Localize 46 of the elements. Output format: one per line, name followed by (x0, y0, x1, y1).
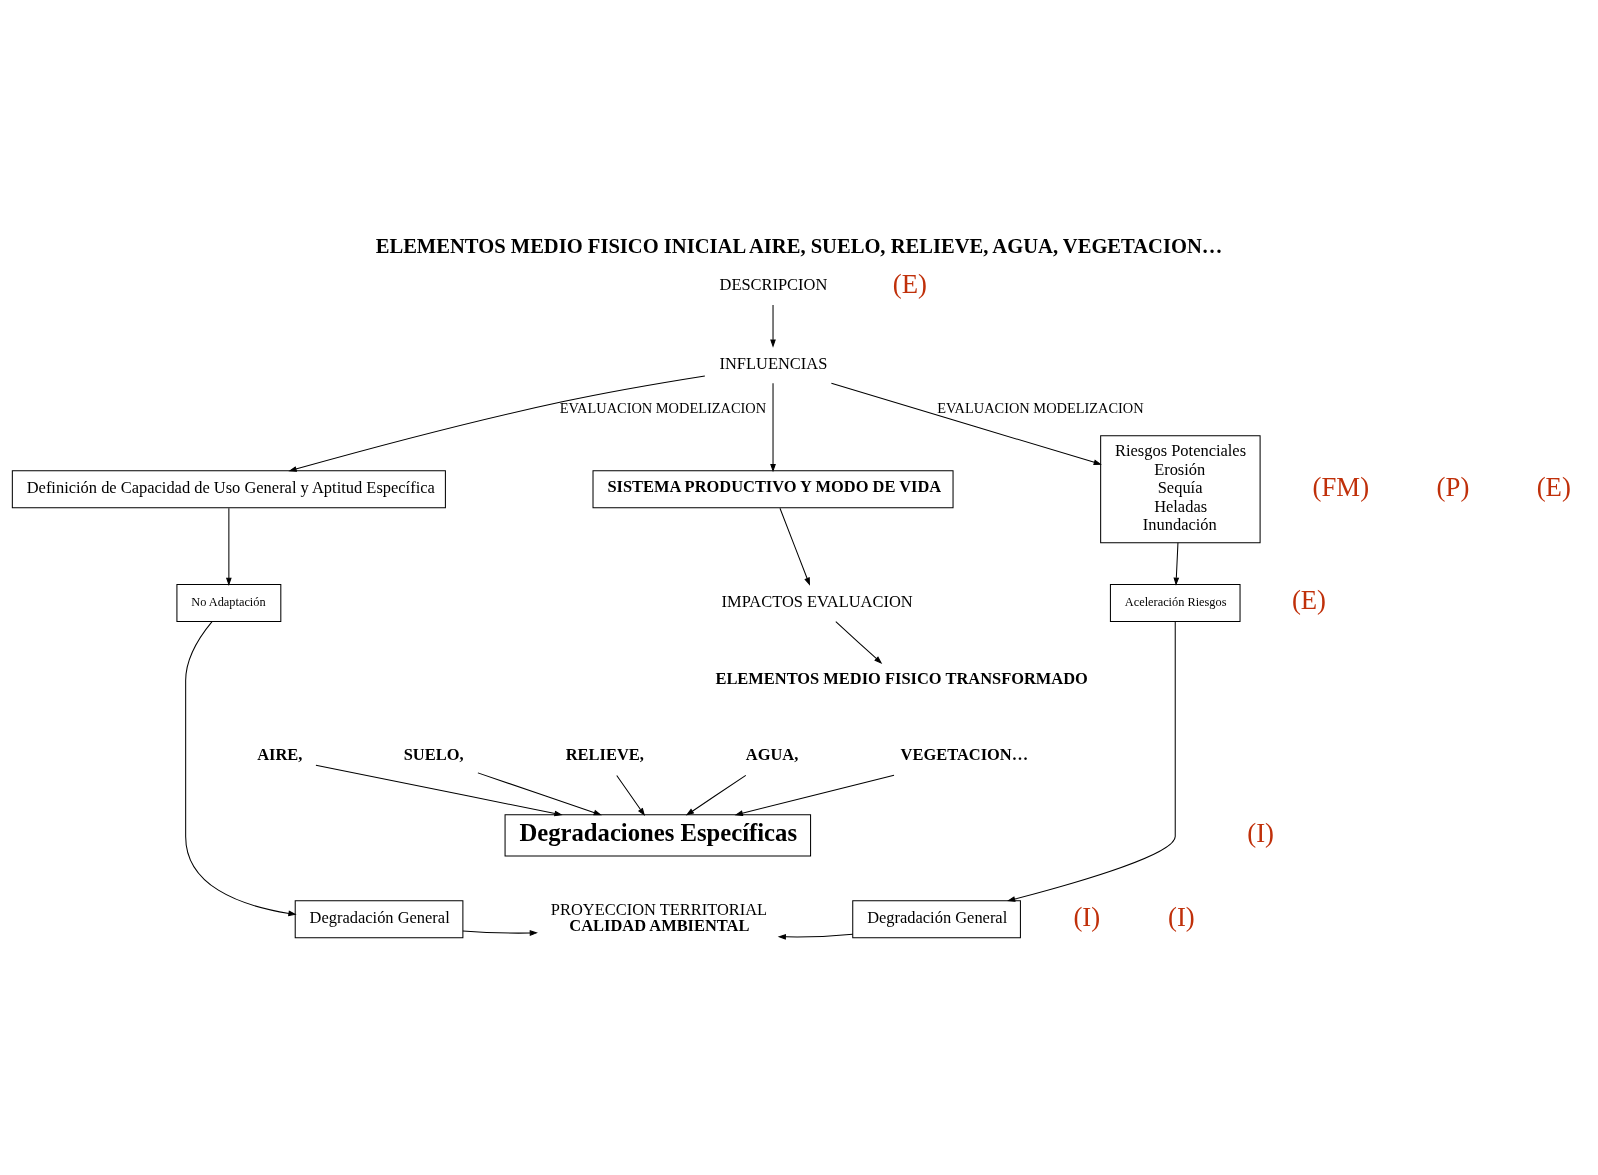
node-box: Degradación General (852, 899, 1021, 938)
node-box: No Adaptación (176, 583, 282, 622)
arrow (685, 774, 747, 816)
arrow (616, 774, 646, 816)
label: (I) (1247, 817, 1274, 848)
arrow (1173, 541, 1180, 586)
node-text: VEGETACION… (900, 744, 1029, 764)
node-box: Degradación General (294, 899, 464, 938)
node-text: RELIEVE, (565, 744, 644, 764)
node-text: PROYECCION TERRITORIAL CALIDAD AMBIENTAL (550, 899, 768, 935)
node-text: IMPACTOS EVALUACION (721, 591, 913, 611)
arrow (185, 620, 297, 916)
label: (I) (1168, 901, 1195, 932)
arrow (770, 303, 776, 348)
arrow (288, 374, 706, 472)
arrow (315, 764, 563, 816)
label: (I) (1073, 901, 1101, 932)
node-box: Degradaciones Específicas (504, 813, 812, 856)
node-box: Aceleración Riesgos (1109, 583, 1241, 622)
arrow (777, 933, 854, 940)
node-text: INFLUENCIAS (719, 353, 828, 373)
node-text: ELEMENTOS MEDIO FISICO TRANSFORMADO (715, 668, 1088, 688)
node-text: SUELO, (403, 744, 464, 764)
arrow (830, 382, 1102, 465)
node-box: Definición de Capacidad de Uso General y Aptitud Específica (11, 469, 446, 508)
diagram-title: ELEMENTOS MEDIO FISICO INICIAL AIRE, SUELO, RELIEVE, AGUA, VEGETACION… (375, 234, 1223, 257)
label: (E) (892, 268, 927, 299)
arrow (734, 774, 895, 816)
arrow (1007, 620, 1176, 902)
edge-label: EVALUACION MODELIZACION (937, 399, 1144, 416)
node-text: AGUA, (745, 744, 799, 764)
node-box: SISTEMA PRODUCTIVO Y MODO DE VIDA (592, 469, 954, 508)
arrow (779, 507, 810, 586)
arrow (477, 771, 602, 815)
label: (E) (1291, 584, 1327, 615)
label: (P) (1436, 471, 1470, 502)
label: (FM) (1312, 471, 1370, 502)
node-box: Riesgos Potenciales Erosión Sequía Heladas Inundación (1100, 434, 1261, 543)
arrow (835, 620, 883, 664)
arrow (226, 507, 232, 586)
label: (E) (1536, 471, 1571, 502)
node-text: AIRE, (257, 744, 303, 764)
arrow (770, 382, 776, 472)
arrow (462, 929, 538, 936)
edge-label: EVALUACION MODELIZACION (559, 399, 767, 416)
node-text: DESCRIPCION (719, 274, 828, 294)
